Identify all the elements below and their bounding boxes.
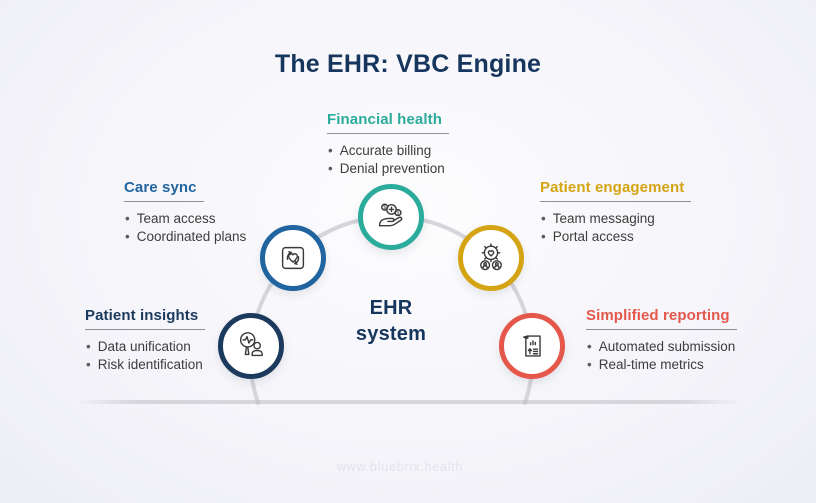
bullet-list: Team access Coordinated plans: [125, 210, 247, 246]
node-label-patient-engagement: Patient engagement Team messaging Portal…: [540, 179, 692, 245]
page-title: The EHR: VBC Engine: [274, 49, 542, 78]
bullet-item: Denial prevention: [328, 160, 449, 178]
node-label-simplified-reporting: Simplified reporting Automated submissio…: [586, 307, 737, 373]
magnifier-person-icon: [239, 332, 263, 357]
bullet-item: Portal access: [541, 228, 691, 246]
center-label-line1: EHR: [369, 297, 413, 319]
node-label-patient-insights: Patient insights Data unification Risk i…: [85, 307, 206, 373]
bullet-item: Data unification: [86, 338, 205, 356]
svg-text:$: $: [397, 211, 400, 217]
center-label: EHR system: [316, 295, 466, 347]
bullet-list: Automated submission Real-time metrics: [587, 338, 737, 373]
bullet-item: Real-time metrics: [587, 356, 737, 374]
bullet-list: Accurate billing Denial prevention: [328, 142, 449, 177]
watermark-text: www.bluebrix.health: [336, 460, 464, 474]
node-circle-patient-engagement: [458, 225, 524, 291]
node-heading: Patient insights: [85, 307, 206, 330]
report-document-icon: [523, 335, 541, 357]
node-heading: Financial health: [327, 111, 449, 134]
bullet-list: Team messaging Portal access: [541, 210, 691, 245]
bullet-item: Coordinated plans: [125, 228, 247, 246]
bullet-list: Data unification Risk identification: [86, 338, 205, 373]
bullet-item: Risk identification: [86, 356, 205, 374]
bullet-item: Team messaging: [541, 210, 691, 228]
center-label-line2: system: [355, 323, 427, 345]
gear-people-icon: [480, 243, 502, 271]
bullet-item: Team access: [125, 210, 246, 228]
node-label-financial-health: Financial health Accurate billing Denial…: [327, 111, 449, 177]
bullet-item: Automated submission: [587, 338, 737, 356]
node-circle-patient-insights: [218, 313, 284, 379]
svg-text:$: $: [383, 205, 386, 211]
node-heading: Simplified reporting: [586, 307, 737, 330]
node-heading: Care sync: [124, 179, 204, 202]
floor-shadow: [76, 400, 741, 404]
node-circle-simplified-reporting: [499, 313, 565, 379]
bullet-item: Accurate billing: [328, 142, 449, 160]
node-heading: Patient engagement: [540, 179, 692, 202]
heart-sync-icon: [281, 246, 305, 270]
hand-coins-icon: $ $: [378, 203, 403, 227]
node-circle-care-sync: [260, 225, 326, 291]
node-circle-financial-health: $ $: [358, 184, 424, 250]
node-label-care-sync: Care sync Team access Coordinated plans: [124, 179, 246, 245]
